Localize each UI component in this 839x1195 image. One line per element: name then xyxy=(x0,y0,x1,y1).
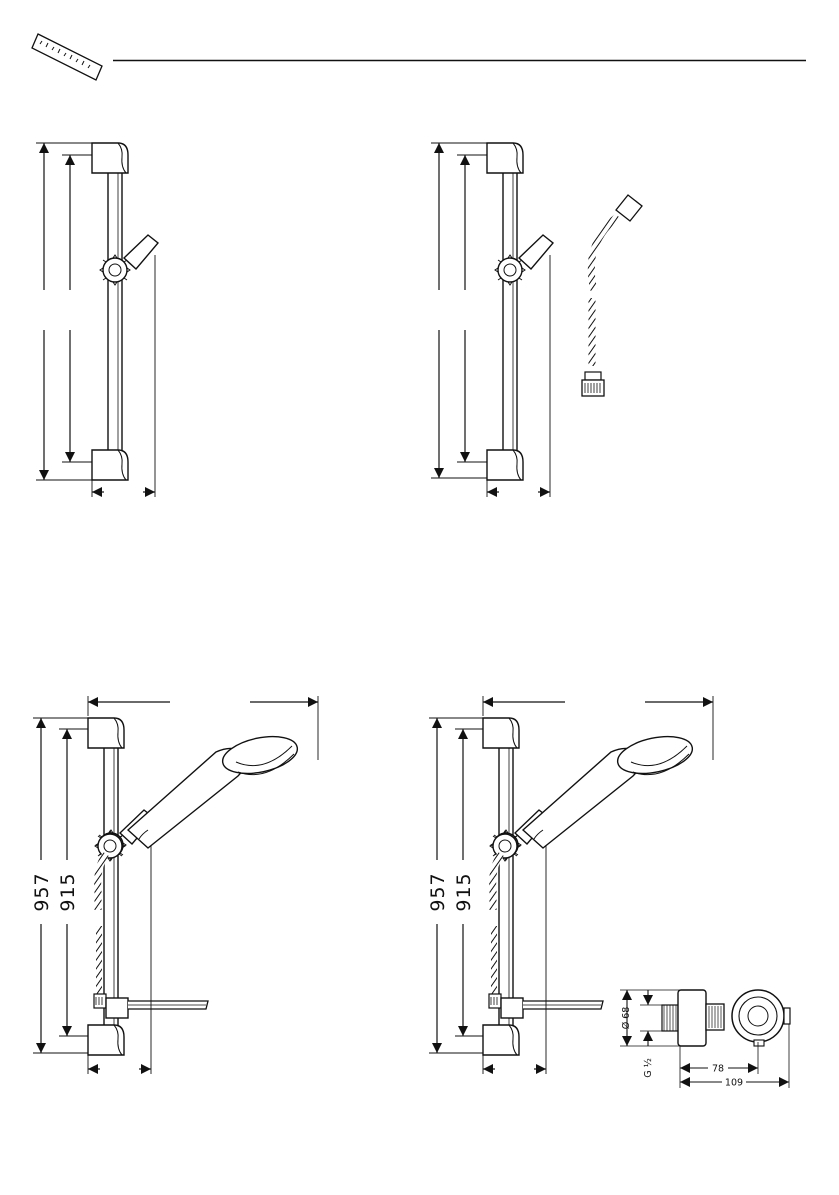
rail-drawing-1 xyxy=(36,143,158,497)
inner-height-label-4: 915 xyxy=(453,872,475,911)
valve-thread-label: G ½ xyxy=(643,1058,654,1078)
shower-set-drawing-1: 957 915 xyxy=(31,696,318,1074)
rail-drawing-2 xyxy=(431,143,553,497)
inner-height-label-3: 915 xyxy=(57,872,79,911)
shower-hose xyxy=(582,195,642,396)
valve-diameter-label: Ø 68 xyxy=(621,1007,632,1030)
overall-height-label-4: 957 xyxy=(427,872,449,911)
valve-detail: Ø 68 G ½ 78 109 xyxy=(620,990,790,1089)
valve-depth-short-label: 78 xyxy=(712,1064,724,1075)
overall-height-label-3: 957 xyxy=(31,872,53,911)
valve-depth-long-label: 109 xyxy=(725,1078,743,1089)
ruler-icon xyxy=(32,34,102,80)
